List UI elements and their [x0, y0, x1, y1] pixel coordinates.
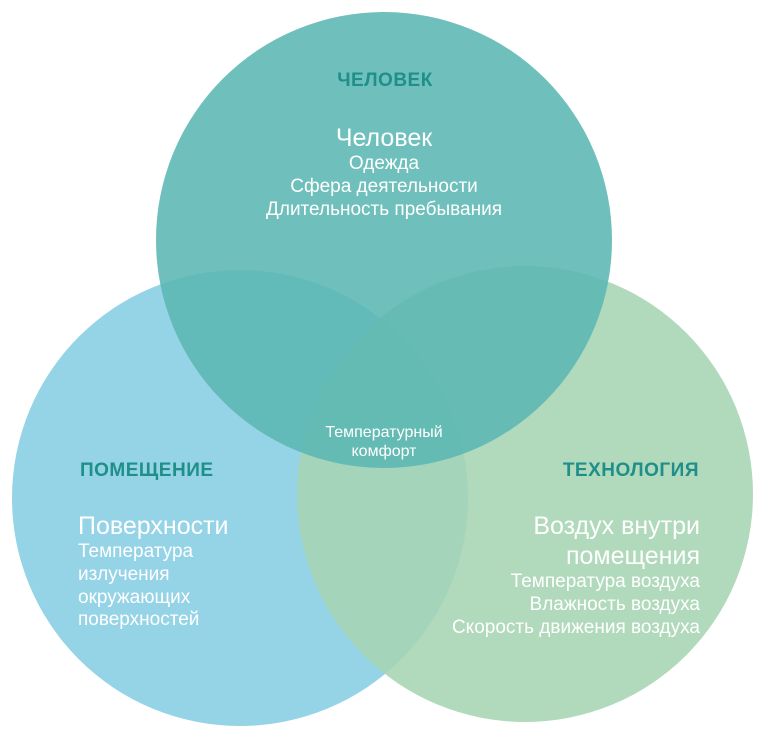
left-item-4: поверхностей [78, 609, 200, 631]
right-item-1: Температура воздуха [510, 571, 700, 592]
left-item-2: излучения [78, 563, 170, 585]
center-line-2: комфорт [351, 443, 417, 461]
right-item-2: Влажность воздуха [529, 593, 700, 615]
right-title-line-1: Воздух внутри [533, 512, 700, 540]
top-item-2: Сфера деятельности [290, 175, 478, 197]
category-room: ПОМЕЩЕНИЕ [80, 460, 214, 481]
center-text-block: Температурный комфорт [294, 423, 474, 461]
right-text-block: Воздух внутри помещения Температура возд… [452, 511, 700, 639]
top-text-block: Человек Одежда Сфера деятельности Длител… [184, 123, 584, 221]
left-title: Поверхности [78, 512, 229, 540]
circle-human [156, 12, 612, 468]
right-item-3: Скорость движения воздуха [451, 616, 700, 638]
right-title-line-2: помещения [565, 542, 700, 570]
center-line-1: Температурный [325, 424, 443, 441]
top-item-1: Одежда [348, 153, 420, 174]
category-technology: ТЕХНОЛОГИЯ [562, 460, 699, 481]
category-human: ЧЕЛОВЕК [337, 70, 433, 91]
left-text-block: Поверхности Температура излучения окружа… [78, 511, 229, 632]
left-item-1: Температура [78, 541, 194, 562]
top-item-3: Длительность пребывания [265, 198, 502, 220]
top-title: Человек [335, 124, 433, 152]
left-item-3: окружающих [78, 586, 191, 608]
